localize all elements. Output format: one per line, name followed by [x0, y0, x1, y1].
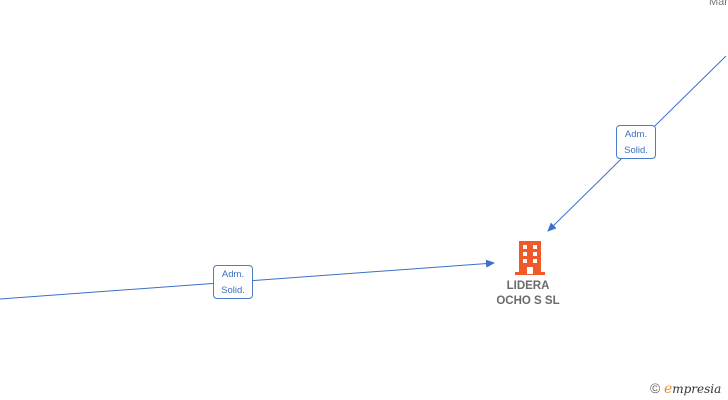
copyright-symbol: © [650, 380, 661, 396]
company-name-line2: OCHO S SL [496, 295, 560, 307]
empresia-watermark: © empresia [650, 380, 721, 397]
edge-role-line2: Solid. [624, 145, 648, 156]
building-icon[interactable] [514, 240, 546, 276]
company-name-line1: LIDERA [506, 280, 550, 292]
person-node-label[interactable]: Mar [709, 0, 728, 8]
edge-label-left[interactable]: Adm. Solid. [213, 265, 253, 299]
edge-role-line2: Solid. [221, 285, 245, 296]
edge-role-line1: Adm. [221, 269, 245, 280]
empresia-logo-initial: e [663, 381, 673, 397]
company-name[interactable]: LIDERA OCHO S SL [478, 279, 578, 309]
edge-label-top-right[interactable]: Adm. Solid. [616, 125, 656, 159]
edge-role-line1: Adm. [624, 129, 648, 140]
empresia-logo-text: mpresia [672, 382, 722, 396]
